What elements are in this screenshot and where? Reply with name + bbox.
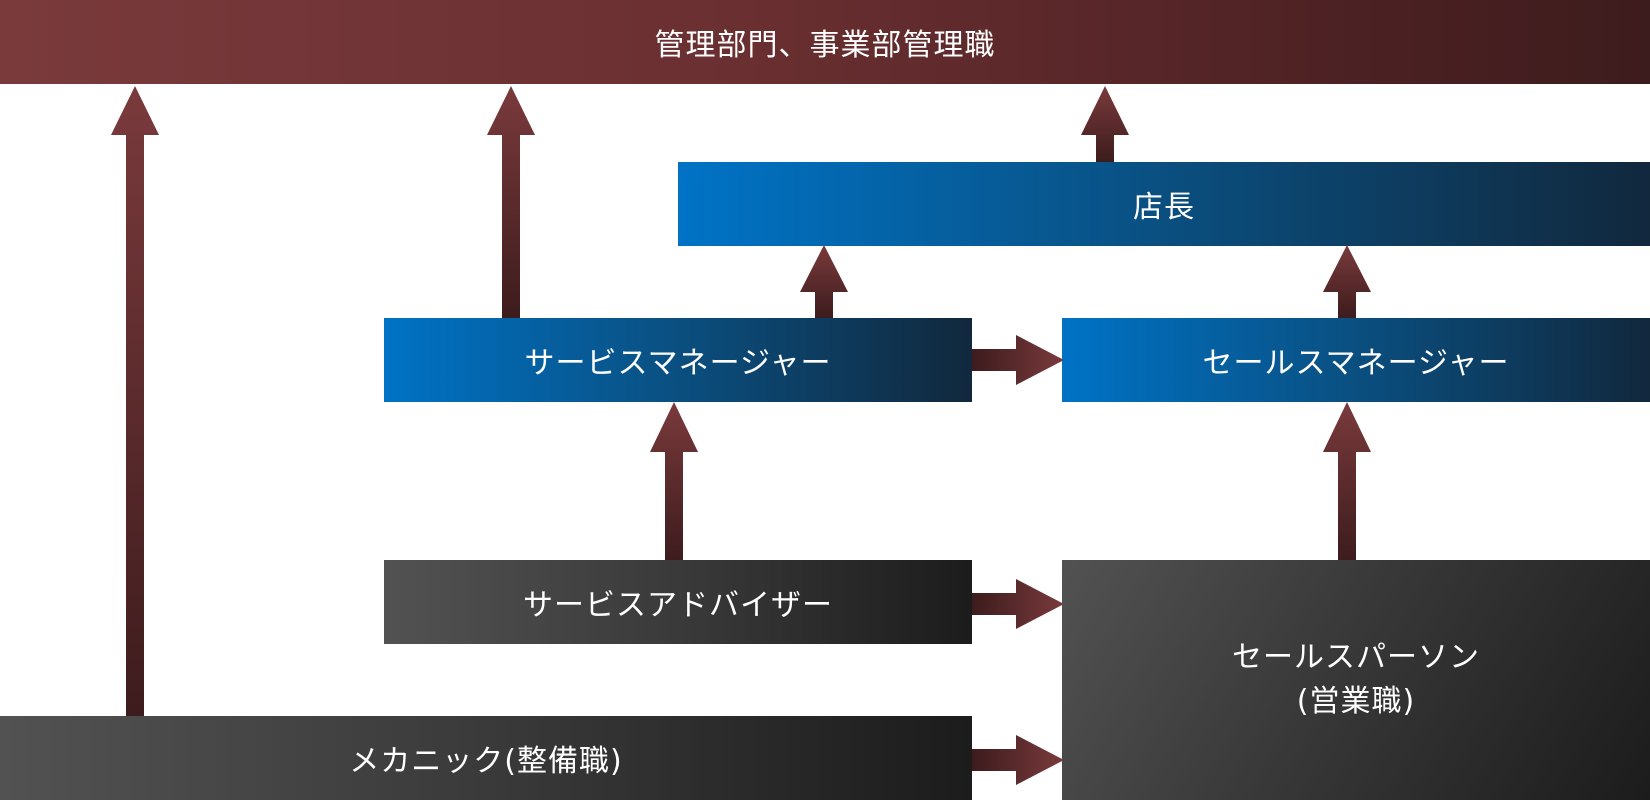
node-label-line1: セールスパーソン <box>1232 640 1480 675</box>
node-management-division: 管理部門、事業部管理職 <box>0 0 1650 84</box>
node-store-manager: 店長 <box>678 162 1650 246</box>
node-label: サービスアドバイザー <box>523 588 833 623</box>
node-label-line2: (営業職) <box>1296 684 1416 719</box>
arrow-service-advisor-to-salesperson <box>972 579 1064 629</box>
node-sales-manager: セールスマネージャー <box>1062 318 1650 402</box>
node-label: 店長 <box>1133 190 1195 225</box>
node-label: サービスマネージャー <box>524 346 832 381</box>
node-salesperson: セールスパーソン (営業職) <box>1062 560 1650 800</box>
node-service-advisor: サービスアドバイザー <box>384 560 972 644</box>
arrow-service-advisor-to-service-manager <box>650 402 698 560</box>
arrow-service-manager-to-store-manager <box>800 245 848 318</box>
arrow-mechanic-to-management <box>111 86 159 716</box>
arrow-service-manager-to-management <box>487 86 535 318</box>
node-label: セールスマネージャー <box>1202 346 1510 381</box>
arrow-mechanic-to-salesperson <box>972 735 1064 785</box>
arrow-service-manager-to-sales-manager <box>972 335 1064 385</box>
node-label: メカニック(整備職) <box>349 744 623 779</box>
arrow-store-manager-to-management <box>1081 86 1129 162</box>
node-service-manager: サービスマネージャー <box>384 318 972 402</box>
arrow-sales-manager-to-store-manager <box>1323 245 1371 318</box>
node-label: 管理部門、事業部管理職 <box>654 28 996 63</box>
arrow-salesperson-to-sales-manager <box>1323 402 1371 560</box>
node-mechanic: メカニック(整備職) <box>0 716 972 800</box>
